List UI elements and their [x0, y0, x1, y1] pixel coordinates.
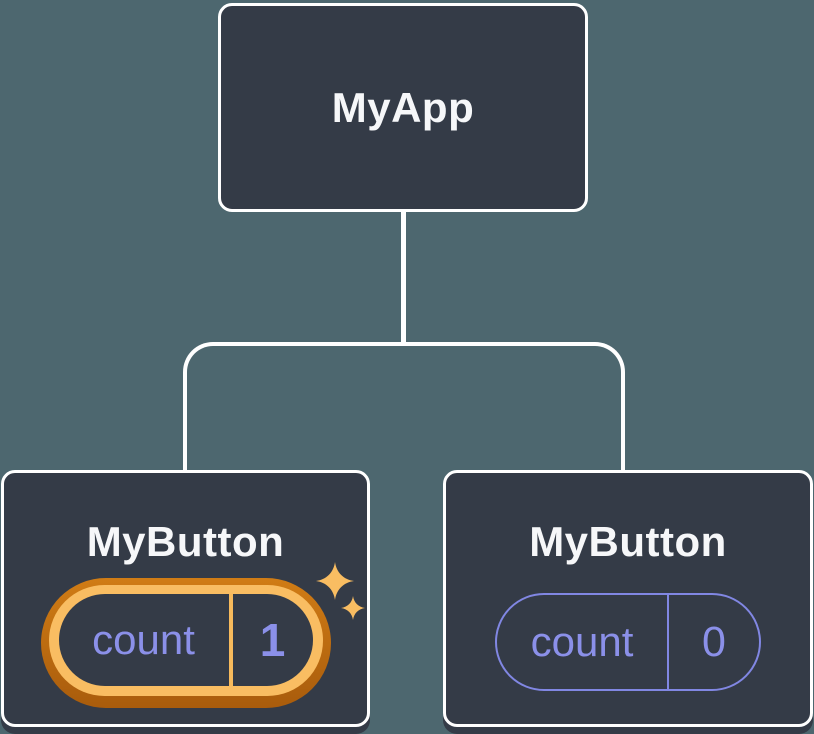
state-pill-plain: count 0	[495, 593, 761, 691]
child-right-label: MyButton	[529, 518, 727, 565]
state-key-label: count	[530, 618, 634, 665]
state-pill-highlight-ring: count 1	[48, 585, 323, 696]
component-node-child-right: MyButton count 0	[443, 470, 813, 727]
state-key-label: count	[92, 616, 195, 663]
root-node-label: MyApp	[331, 83, 475, 131]
component-node-child-left: MyButton count 1	[1, 470, 370, 727]
state-pill-divider	[228, 594, 233, 686]
connector-branches	[183, 342, 625, 470]
component-node-root: MyApp	[218, 3, 588, 212]
sparkle-icon	[316, 562, 354, 600]
state-value: 1	[259, 614, 286, 666]
state-pill-divider	[667, 595, 669, 689]
state-value: 0	[702, 617, 726, 666]
state-pill-highlighted: count 1	[40, 578, 331, 708]
sparkle-icon	[341, 596, 365, 620]
state-pill-body: count 1	[58, 594, 313, 686]
connector-stem	[401, 210, 406, 344]
child-left-label: MyButton	[86, 518, 285, 565]
